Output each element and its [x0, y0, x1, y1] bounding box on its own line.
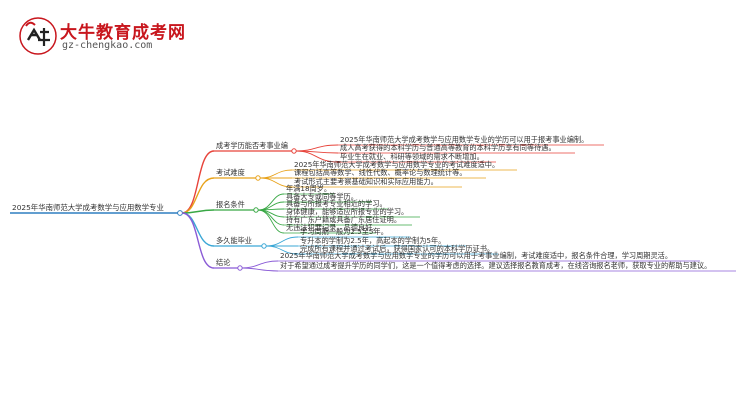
- leaf-1-3: 毕业生在就业、科研等领域的需求不断增加。: [340, 152, 484, 161]
- leaf-3-3: 具备与所报考专业相近的学习。: [286, 199, 387, 208]
- leaf-2-1: 2025年华南师范大学成考数学与应用数学专业的考试难度适中。: [294, 160, 500, 169]
- leaf-curve-1-3: [295, 150, 339, 163]
- leaf-4-1: 学习周期一般为2.5至5年。: [300, 227, 388, 236]
- branch-label-5: 结论: [216, 258, 231, 267]
- leaf-3-2: 具备大专或同等学历。: [286, 192, 358, 201]
- branch-curve-1: [181, 150, 215, 214]
- brand-name: 大牛教育成考网: [60, 23, 186, 43]
- leaf-5-2: 对于希望通过成考提升学历的同学们，这是一个值得考虑的选择。建议选择报名教育成考，…: [280, 261, 712, 270]
- leaf-4-2: 专升本的学制为2.5年，高起本的学制为5年。: [300, 236, 446, 245]
- leaf-2-2: 课程包括高等数学、线性代数、概率论与数理统计等。: [294, 168, 467, 177]
- leaf-1-2: 成人高考获得的本科学历与普通高等教育的本科学历享有同等待遇。: [340, 143, 556, 152]
- leaf-curve-1-1: [295, 144, 339, 152]
- brand-url: gz-chengkao.com: [62, 40, 153, 51]
- leaf-3-6: 无违法犯罪记录，品德良好。: [286, 223, 380, 232]
- leaf-2-3: 考试形式主要考察基础知识和实际应用能力。: [294, 177, 438, 186]
- leaf-3-4: 身体健康，能够适应所报专业的学习。: [286, 207, 409, 216]
- branch-label-2: 考试难度: [216, 168, 245, 177]
- brand-logo: 大牛教育成考网 gz-chengkao.com: [18, 16, 185, 56]
- leaf-5-1: 2025年华南师范大学成考数学与应用数学专业的学历可以用于考事业编制，考试难度适…: [280, 251, 673, 260]
- leaf-1-1: 2025年华南师范大学成考数学与应用数学专业的学历可以用于报考事业编制。: [340, 135, 589, 144]
- branch-label-1: 成考学历能否考事业编: [216, 141, 288, 150]
- mindmap-root: 2025年华南师范大学成考数学与应用数学专业: [12, 203, 164, 212]
- branch-label-3: 报名条件: [216, 200, 245, 209]
- branch-curve-2: [181, 177, 215, 214]
- leaf-4-3: 完成所有课程并通过考试后，获得国家认可的本科学历证书。: [300, 244, 495, 253]
- leaf-3-5: 持有广东户籍或具备广东居住证明。: [286, 215, 402, 224]
- bull-logo-icon: [19, 17, 57, 55]
- leaf-3-1: 年满18周岁。: [286, 184, 332, 193]
- root-node-dot: [177, 210, 183, 216]
- branch-label-4: 多久能毕业: [216, 236, 252, 245]
- branch-curve-5: [181, 212, 215, 269]
